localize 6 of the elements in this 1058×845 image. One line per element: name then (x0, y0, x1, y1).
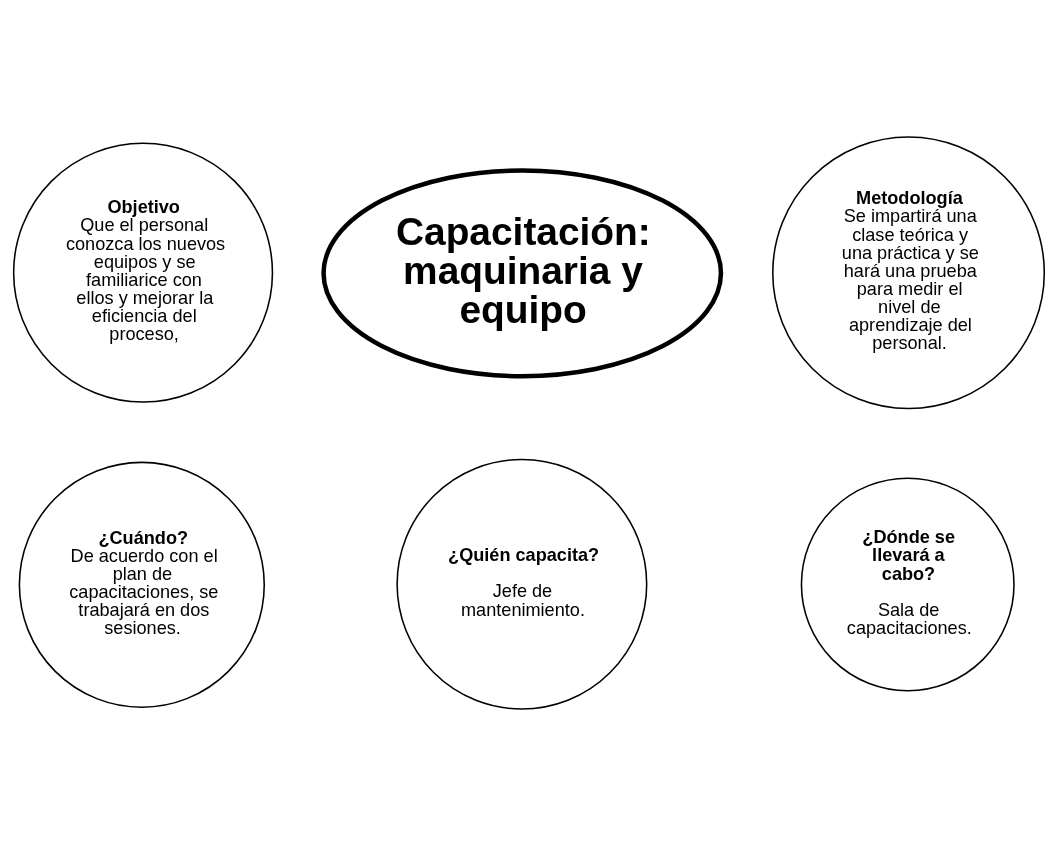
node-ellipse: Capacitación: maquinaria y equipo (321, 167, 724, 378)
node-circle: ¿Quién capacita? Jefe de mantenimiento. (396, 458, 648, 710)
node-circle: ¿Cuándo? De acuerdo con el plan de capacitaciones, se trabajará en dos sesiones. (18, 461, 265, 708)
node-circle: Metodología Se impartirá una clase teórica y una práctica y se hará una prueba para medir el nivel de aprendizaje del personal. (772, 135, 1046, 409)
node-circle: ¿Dónde se llevará a cabo? Sala de capacitaciones. (800, 476, 1015, 691)
node-circle: Objetivo Que el personal conozca los nuevos equipos y se familiarice con ellos y mejorar la eficiencia del proceso, (12, 142, 274, 403)
